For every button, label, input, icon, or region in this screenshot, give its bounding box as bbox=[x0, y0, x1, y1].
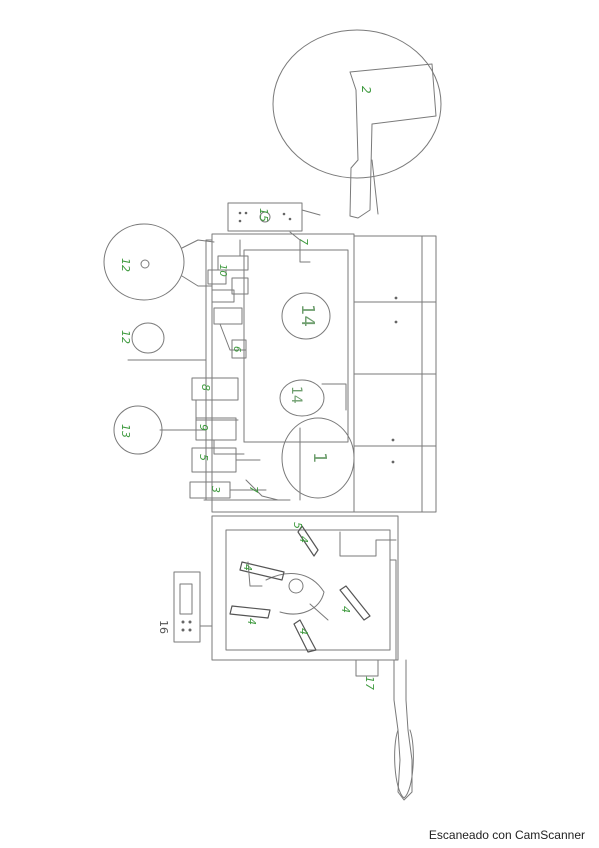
scanner-watermark: Escaneado con CamScanner bbox=[428, 828, 585, 842]
lower-frame bbox=[211, 515, 399, 661]
label-4-left-bottom: 4 bbox=[245, 618, 258, 625]
component-14-drum-top bbox=[281, 292, 331, 340]
label-7-top: 7 bbox=[297, 238, 310, 245]
label-17: 17 bbox=[363, 676, 376, 690]
component-2-disk bbox=[272, 29, 442, 219]
label-9: 9 bbox=[197, 424, 210, 431]
label-4-right: 4 bbox=[339, 606, 352, 613]
label-8: 8 bbox=[199, 384, 212, 391]
component-15-control-box bbox=[227, 202, 321, 232]
component-14-drum-middle bbox=[279, 379, 347, 417]
component-16-panel bbox=[173, 571, 213, 643]
label-4-bottom: 4 bbox=[297, 628, 310, 635]
component-12-roller bbox=[127, 322, 207, 361]
label-5: 5 bbox=[197, 454, 210, 461]
component-1-drum bbox=[281, 417, 355, 501]
label-16: 16 bbox=[157, 620, 170, 634]
label-2: 2 bbox=[359, 86, 373, 94]
component-12-reel bbox=[103, 223, 215, 301]
right-cabinets bbox=[353, 235, 437, 513]
label-6: 6 bbox=[231, 346, 242, 352]
label-12-top: 12 bbox=[119, 258, 132, 272]
label-5-arm: 5 bbox=[291, 522, 304, 529]
label-10: 10 bbox=[217, 264, 228, 277]
label-12-small: 12 bbox=[119, 330, 132, 344]
label-3: 3 bbox=[209, 486, 222, 493]
label-15: 15 bbox=[257, 208, 270, 222]
label-4-left-top: 4 bbox=[241, 564, 254, 571]
label-4-top: 4 bbox=[297, 536, 310, 543]
component-17-handle bbox=[355, 659, 414, 801]
left-mechanisms bbox=[189, 231, 311, 501]
label-7-bottom: 7 bbox=[247, 486, 260, 493]
label-14-top: 14 bbox=[297, 304, 318, 327]
label-13: 13 bbox=[119, 424, 132, 438]
component-13-roller bbox=[113, 405, 207, 455]
label-1: 1 bbox=[309, 452, 330, 463]
label-14-middle: 14 bbox=[288, 386, 304, 404]
